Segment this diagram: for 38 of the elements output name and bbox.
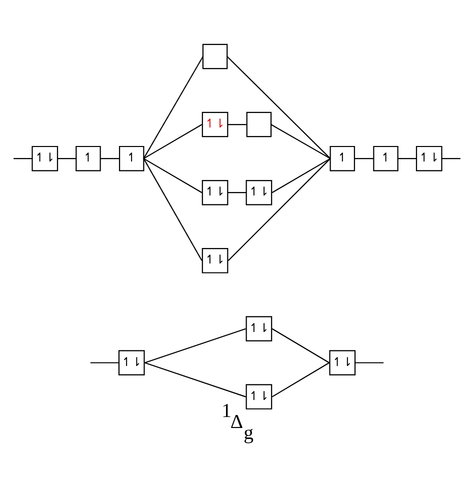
node-box: ↿⇂ xyxy=(202,248,228,273)
connector xyxy=(143,124,202,159)
node-box: ↿⇂ xyxy=(32,145,58,171)
node-box: ↿ xyxy=(76,145,101,171)
connector xyxy=(442,158,460,159)
node-box xyxy=(246,111,272,137)
connector xyxy=(144,362,246,397)
connector xyxy=(228,123,246,125)
connector xyxy=(100,158,119,159)
connector xyxy=(228,192,246,193)
connector xyxy=(58,158,76,159)
connector xyxy=(14,158,32,159)
connector xyxy=(143,158,202,193)
connector xyxy=(355,158,374,159)
connector xyxy=(226,56,331,158)
node-box: ↿⇂ xyxy=(246,179,272,205)
connector xyxy=(143,158,202,260)
connector xyxy=(398,158,416,159)
connector xyxy=(90,362,119,363)
node-box: ↿⇂ xyxy=(202,179,228,205)
node-box xyxy=(202,43,228,69)
node-box: ↿⇂ xyxy=(329,350,356,375)
connector xyxy=(144,328,246,363)
connector xyxy=(272,328,330,363)
connector xyxy=(272,362,330,397)
connector xyxy=(270,124,331,159)
connector xyxy=(143,56,204,158)
node-box: ↿⇂ xyxy=(246,384,272,409)
connector xyxy=(272,158,331,193)
node-box: ↿⇂ xyxy=(118,350,145,375)
node-box: ↿ xyxy=(373,145,398,171)
node-box: ↿ xyxy=(330,145,356,171)
node-box: ↿⇂ xyxy=(246,316,272,341)
node-box: ↿ xyxy=(118,145,144,171)
connector xyxy=(228,158,331,261)
node-box: ↿⇂ xyxy=(416,145,442,171)
node-box: ↿⇂ xyxy=(202,111,228,137)
connector xyxy=(355,362,384,363)
